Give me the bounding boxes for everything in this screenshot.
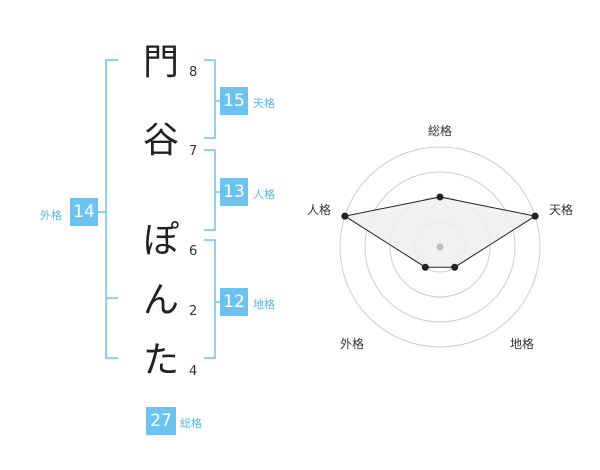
radar-axis-label-chikaku: 地格	[510, 337, 535, 351]
tenkaku-bracket	[204, 59, 216, 139]
stroke-count-4: 2	[189, 304, 198, 319]
stroke-count-2: 7	[189, 144, 198, 159]
radar-point-3	[451, 263, 459, 271]
radar-ring-3	[364, 171, 516, 323]
name-char-2: 谷	[142, 120, 179, 161]
jinkaku-value: 13	[220, 178, 248, 206]
tenkaku-value: 15	[220, 87, 248, 115]
name-char-5: た	[142, 340, 179, 381]
radar-axis-label-gaikaku: 外格	[340, 337, 365, 351]
soukaku-label: 総格	[180, 417, 202, 430]
radar-axis-label-tenkaku: 天格	[549, 203, 574, 217]
stroke-count-1: 8	[189, 65, 198, 80]
soukaku-value: 27	[146, 407, 176, 435]
radar-point-4	[421, 263, 429, 271]
radar-point-2	[531, 212, 539, 220]
stroke-count-5: 4	[189, 364, 198, 379]
radar-center-dot	[436, 243, 444, 251]
chikaku-bracket	[204, 239, 216, 359]
chikaku-label: 地格	[253, 298, 275, 311]
radar-axis-label-soukaku: 総格	[428, 124, 453, 138]
name-char-4: ん	[142, 280, 179, 321]
gaikaku-value: 14	[70, 198, 98, 226]
radar-point-5	[341, 212, 349, 220]
radar-ring-4	[339, 146, 541, 348]
stroke-count-3: 6	[189, 244, 198, 259]
radar-series-polygon	[343, 196, 537, 268]
gaikaku-bracket	[105, 59, 118, 359]
radar-point-1	[436, 193, 444, 201]
name-char-1: 門	[142, 42, 179, 83]
chikaku-value: 12	[220, 288, 248, 316]
jinkaku-label: 人格	[253, 188, 275, 201]
name-char-3: ぽ	[142, 220, 179, 261]
jinkaku-bracket	[204, 149, 216, 231]
tenkaku-label: 天格	[253, 97, 275, 110]
radar-axis-label-jinkaku: 人格	[307, 203, 332, 217]
gaikaku-label: 外格	[40, 209, 62, 222]
